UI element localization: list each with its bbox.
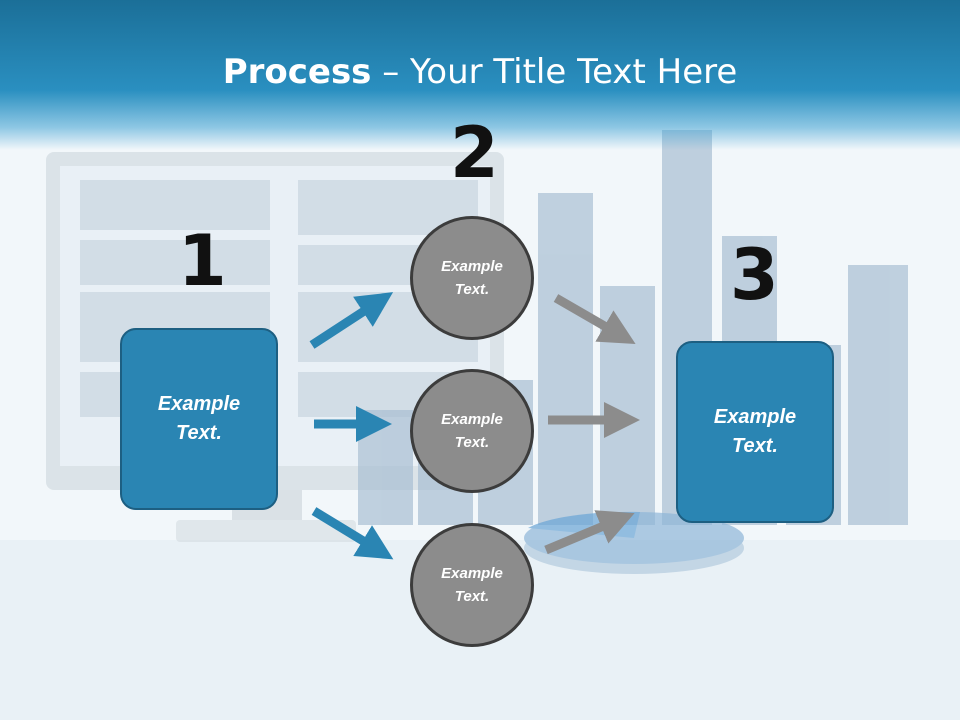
left-box-line2: Text. xyxy=(176,422,222,444)
circle-step-3[interactable]: Example Text. xyxy=(410,523,534,647)
right-text-box[interactable]: Example Text. xyxy=(676,341,834,523)
circle-1-line2: Text. xyxy=(454,281,490,298)
circle-2-line2: Text. xyxy=(454,434,490,451)
header-band xyxy=(0,0,960,150)
slide-title: Process – Your Title Text Here xyxy=(0,52,960,92)
circle-step-2[interactable]: Example Text. xyxy=(410,369,534,493)
left-text-box[interactable]: Example Text. xyxy=(120,328,278,510)
right-box-line2: Text. xyxy=(732,435,778,457)
title-bold: Process xyxy=(222,52,372,92)
title-rest: – Your Title Text Here xyxy=(371,52,738,92)
circle-3-line1: Example xyxy=(441,565,503,582)
circle-2-line1: Example xyxy=(441,411,503,428)
circle-3-line2: Text. xyxy=(454,588,490,605)
right-box-line1: Example xyxy=(713,406,797,428)
step-number-3: 3 xyxy=(730,234,779,316)
left-box-line1: Example xyxy=(157,393,241,415)
circle-1-line1: Example xyxy=(441,258,503,275)
step-number-2: 2 xyxy=(450,112,499,194)
circle-step-1[interactable]: Example Text. xyxy=(410,216,534,340)
step-number-1: 1 xyxy=(178,220,227,302)
